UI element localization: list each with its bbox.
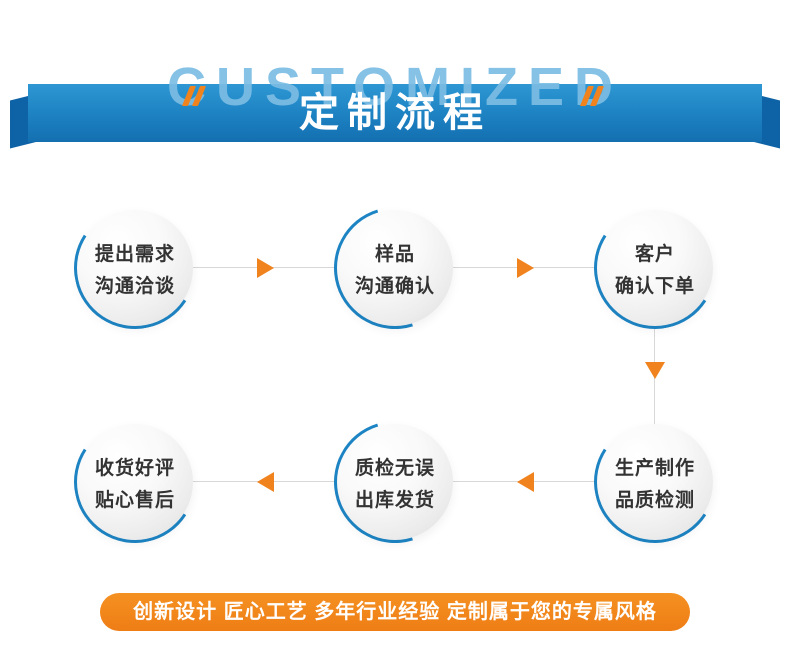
step-circle <box>337 424 453 540</box>
footer-slogan: 创新设计 匠心工艺 多年行业经验 定制属于您的专属风格 <box>100 593 690 631</box>
flow-step-5: 质检无误 出库发货 <box>312 399 478 565</box>
step-label: 质检无误 出库发货 <box>337 424 453 540</box>
step-text-line: 质检无误 <box>354 457 435 479</box>
step-text-line: 提出需求 <box>94 243 175 265</box>
step-label: 样品 沟通确认 <box>337 210 453 326</box>
step-text-line: 确认下单 <box>614 275 695 297</box>
step-label: 收货好评 贴心售后 <box>77 424 193 540</box>
flow-step-1: 提出需求 沟通洽谈 <box>62 195 208 341</box>
arrow-right-icon <box>517 258 534 278</box>
step-label: 客户 确认下单 <box>597 210 713 326</box>
step-circle <box>337 210 453 326</box>
step-text-line: 出库发货 <box>354 489 435 511</box>
step-text-line: 沟通洽谈 <box>94 275 175 297</box>
arrow-down-icon <box>645 362 665 379</box>
arrow-right-icon <box>257 258 274 278</box>
step-circle <box>597 424 713 540</box>
arrow-left-icon <box>517 472 534 492</box>
step-circle <box>77 424 193 540</box>
step-label: 提出需求 沟通洽谈 <box>77 210 193 326</box>
step-text-line: 品质检测 <box>614 489 695 511</box>
banner-ribbon <box>28 84 762 142</box>
step-text-line: 贴心售后 <box>94 489 175 511</box>
flow-step-6: 收货好评 贴心售后 <box>62 409 208 555</box>
banner-watermark-text: CUSTOMIZED <box>166 57 623 117</box>
step-label: 生产制作 品质检测 <box>597 424 713 540</box>
flow-step-3: 客户 确认下单 <box>582 195 728 341</box>
flow-step-2: 样品 沟通确认 <box>312 185 478 351</box>
step-text-line: 沟通确认 <box>354 275 435 297</box>
step-circle <box>597 210 713 326</box>
step-text-line: 收货好评 <box>94 457 175 479</box>
banner-title: 定制流程 <box>299 91 491 135</box>
step-text-line: 客户 <box>634 243 675 265</box>
step-text-line: 样品 <box>374 243 415 265</box>
arrow-left-icon <box>257 472 274 492</box>
flow-step-4: 生产制作 品质检测 <box>582 409 728 555</box>
quote-mark-right-icon <box>579 86 605 106</box>
step-circle <box>77 210 193 326</box>
quote-mark-left-icon <box>181 86 207 106</box>
step-text-line: 生产制作 <box>614 457 695 479</box>
